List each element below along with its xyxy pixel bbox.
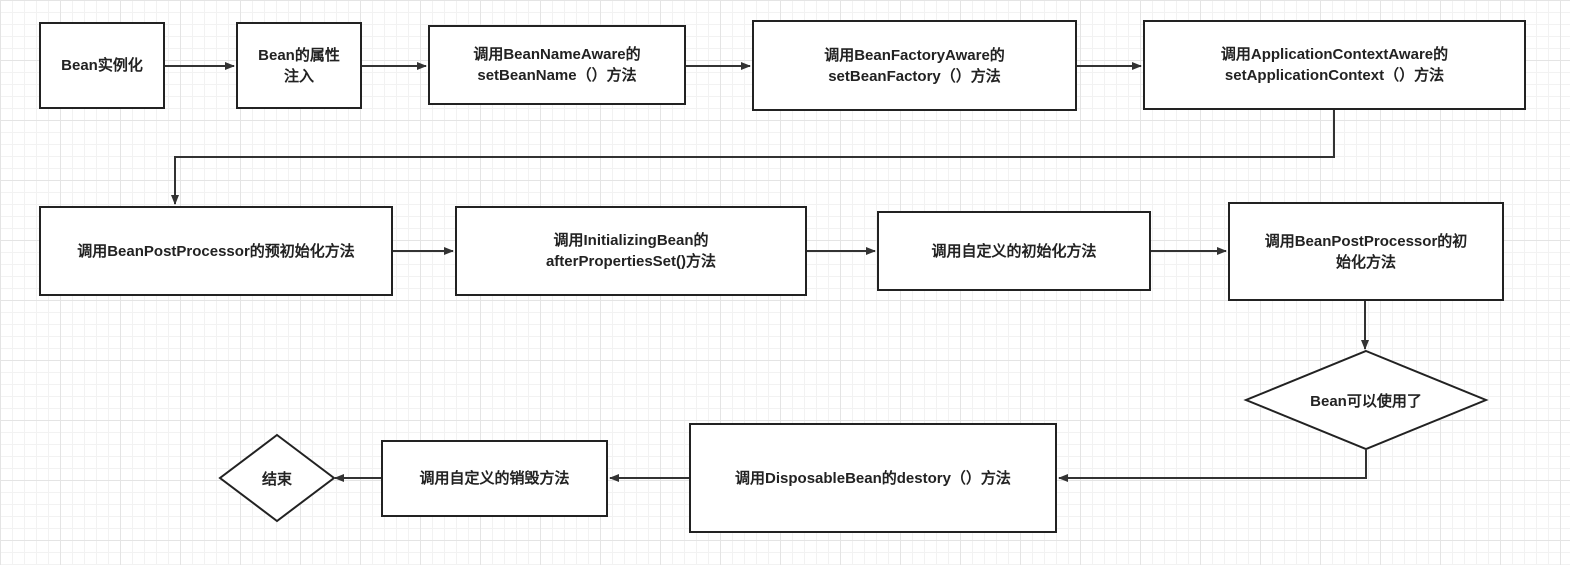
node-custom-init-label: 调用自定义的初始化方法: [931, 242, 1097, 260]
node-bean-name-aware-label: 调用BeanNameAware的 setBeanName（）方法: [473, 46, 641, 84]
node-disposable-bean-label: 调用DisposableBean的destory（）方法: [735, 469, 1011, 487]
node-instantiate-label: Bean实例化: [61, 57, 143, 74]
node-bean-name-aware: 调用BeanNameAware的 setBeanName（）方法: [428, 25, 686, 105]
node-populate-properties: Bean的属性 注入: [236, 22, 362, 109]
arrow-app-context-aware-to-post-processor-before: [171, 110, 1335, 205]
end-terminal-shape: [218, 433, 336, 523]
node-initializing-bean: 调用InitializingBean的 afterPropertiesSet()…: [455, 206, 807, 296]
node-instantiate: Bean实例化: [39, 22, 165, 109]
node-app-context-aware-label: 调用ApplicationContextAware的 setApplicatio…: [1220, 46, 1449, 84]
node-initializing-bean-label: 调用InitializingBean的 afterPropertiesSet()…: [545, 232, 717, 270]
node-bean-factory-aware-label: 调用BeanFactoryAware的 setBeanFactory（）方法: [824, 46, 1005, 85]
node-custom-destroy-label: 调用自定义的销毁方法: [419, 470, 570, 487]
node-custom-init: 调用自定义的初始化方法: [877, 211, 1151, 291]
node-post-processor-after: 调用BeanPostProcessor的初 始化方法: [1228, 202, 1504, 301]
node-post-processor-before-label: 调用BeanPostProcessor的预初始化方法: [77, 242, 355, 260]
node-app-context-aware: 调用ApplicationContextAware的 setApplicatio…: [1143, 20, 1526, 110]
node-disposable-bean: 调用DisposableBean的destory（）方法: [689, 423, 1057, 533]
node-bean-ready-label: Bean可以使用了: [1310, 392, 1422, 410]
node-post-processor-before: 调用BeanPostProcessor的预初始化方法: [39, 206, 393, 296]
node-populate-properties-label: Bean的属性 注入: [258, 46, 340, 85]
node-custom-destroy: 调用自定义的销毁方法: [381, 440, 608, 517]
node-end-label: 结束: [261, 470, 292, 488]
node-post-processor-after-label: 调用BeanPostProcessor的初 始化方法: [1264, 232, 1468, 271]
bean-ready-decision-shape: [1243, 349, 1489, 451]
node-bean-factory-aware: 调用BeanFactoryAware的 setBeanFactory（）方法: [752, 20, 1077, 111]
arrow-bean-ready-to-disposable-bean: [1058, 450, 1367, 482]
